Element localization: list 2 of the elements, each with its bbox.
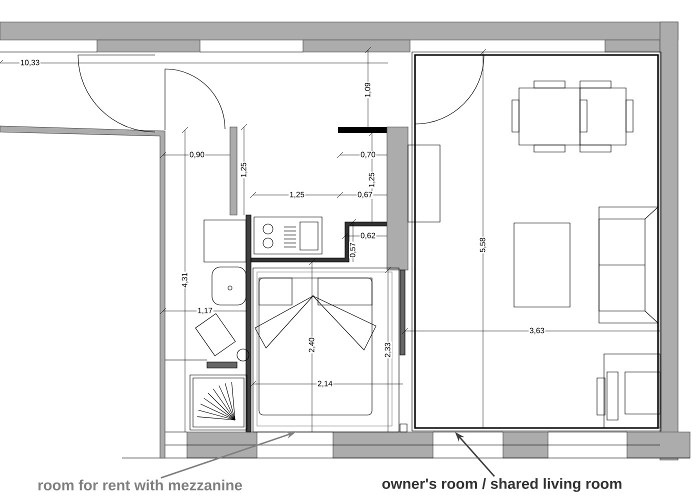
caption-text: owner's room / shared living room: [382, 478, 622, 492]
caption-text: room for rent with mezzanine: [38, 480, 242, 490]
